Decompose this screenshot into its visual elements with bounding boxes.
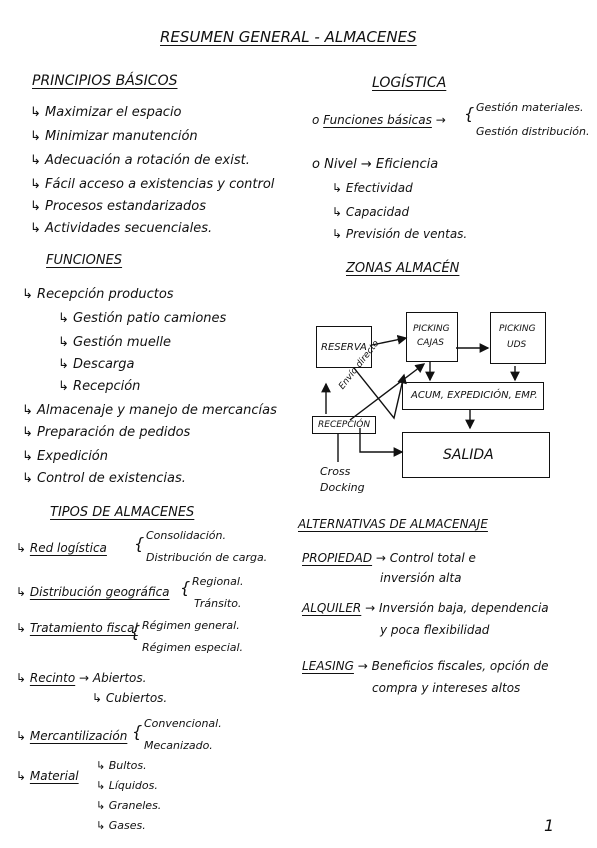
tipo-option: Régimen general.	[142, 619, 240, 632]
tipo-option: ↳ Bultos.	[96, 759, 147, 772]
zona-acum-expedicion: ACUM, EXPEDICIÓN, EMP.	[402, 382, 544, 410]
brace-icon: {	[132, 722, 143, 741]
funcion-subitem: ↳ Gestión muelle	[58, 335, 172, 350]
principio-item: ↳ Fácil acceso a existencias y control	[30, 177, 275, 192]
zona-recepcion: RECEPCIÓN	[312, 416, 376, 434]
tipo-option: ↳ Líquidos.	[96, 779, 158, 792]
zona-reserva: RESERVA	[316, 326, 372, 368]
alternativa-item: LEASING → Beneficios fiscales, opción de	[302, 659, 549, 673]
tipos-heading: TIPOS DE ALMACENES	[50, 505, 195, 520]
principio-item: ↳ Maximizar el espacio	[30, 105, 182, 120]
tipo-label: ↳ Tratamiento fiscal	[16, 621, 138, 635]
tipo-option: Tránsito.	[194, 597, 242, 610]
tipo-option: ↳ Gases.	[96, 819, 146, 832]
principio-item: ↳ Adecuación a rotación de exist.	[30, 153, 250, 168]
cross-docking-label: Cross	[320, 465, 351, 478]
funcion-item: ↳ Almacenaje y manejo de mercancías	[22, 403, 277, 418]
principios-heading: PRINCIPIOS BÁSICOS	[32, 73, 178, 89]
logistica-nivel: o Nivel → Eficiencia	[312, 157, 439, 172]
tipo-label: ↳ Mercantilización	[16, 729, 128, 743]
tipo-option: ↳ Cubiertos.	[92, 691, 168, 705]
funcion-subitem: ↳ Gestión patio camiones	[58, 311, 227, 326]
alternativas-heading: ALTERNATIVAS DE ALMACENAJE	[298, 517, 488, 531]
alternativa-line: y poca flexibilidad	[380, 623, 490, 637]
funcion-item: ↳ Expedición	[22, 449, 109, 464]
tipo-option: Mecanizado.	[144, 739, 213, 752]
zona-picking-cajas: PICKING CAJAS	[406, 312, 458, 362]
tipo-option: Régimen especial.	[142, 641, 244, 654]
alternativa-line: inversión alta	[380, 571, 462, 585]
tipo-label: ↳ Distribución geográfica	[16, 585, 170, 599]
logistica-heading: LOGÍSTICA	[372, 75, 447, 91]
logistica-nivel-item: ↳ Efectividad	[332, 181, 413, 195]
logistica-nivel-item: ↳ Capacidad	[332, 205, 410, 219]
funcion-subitem: ↳ Descarga	[58, 357, 135, 372]
tipo-label: ↳ Recinto → Abiertos.	[16, 671, 147, 685]
brace-icon: {	[130, 622, 141, 641]
alternativa-line: compra y intereses altos	[372, 681, 521, 695]
funciones-heading: FUNCIONES	[46, 253, 123, 268]
principio-item: ↳ Minimizar manutención	[30, 129, 198, 144]
zona-picking-uds: PICKING UDS	[490, 312, 546, 364]
alternativa-item: ALQUILER → Inversión baja, dependencia	[302, 601, 549, 615]
zona-salida: SALIDA	[402, 432, 550, 478]
tipo-option: Regional.	[192, 575, 244, 588]
principio-item: ↳ Procesos estandarizados	[30, 199, 206, 214]
logistica-nivel-item: ↳ Previsión de ventas.	[332, 227, 468, 241]
page-number: 1	[544, 816, 555, 835]
tipo-option: Consolidación.	[146, 529, 226, 542]
zonas-heading: ZONAS ALMACÉN	[346, 261, 460, 276]
principio-item: ↳ Actividades secuenciales.	[30, 221, 213, 236]
brace-icon: {	[180, 578, 191, 597]
funcion-subitem: ↳ Recepción	[58, 379, 141, 394]
logistica-funciones: o Funciones básicas →	[312, 113, 446, 127]
funcion-item: ↳ Preparación de pedidos	[22, 425, 191, 440]
cross-docking-label: Docking	[320, 481, 365, 494]
tipo-label: ↳ Material	[16, 769, 79, 783]
alternativa-item: PROPIEDAD → Control total e	[302, 551, 476, 565]
tipo-option: Distribución de carga.	[146, 551, 268, 564]
logistica-funcion-option: Gestión materiales.	[476, 101, 584, 114]
brace-icon: {	[134, 534, 145, 553]
logistica-funcion-option: Gestión distribución.	[476, 125, 590, 138]
funcion-item: ↳ Control de existencias.	[22, 471, 186, 486]
tipo-label: ↳ Red logística	[16, 541, 107, 555]
tipo-option: Convencional.	[144, 717, 222, 730]
funcion-item: ↳ Recepción productos	[22, 287, 174, 302]
page-title: RESUMEN GENERAL - ALMACENES	[160, 28, 417, 46]
tipo-option: ↳ Graneles.	[96, 799, 162, 812]
brace-icon: {	[464, 104, 475, 123]
